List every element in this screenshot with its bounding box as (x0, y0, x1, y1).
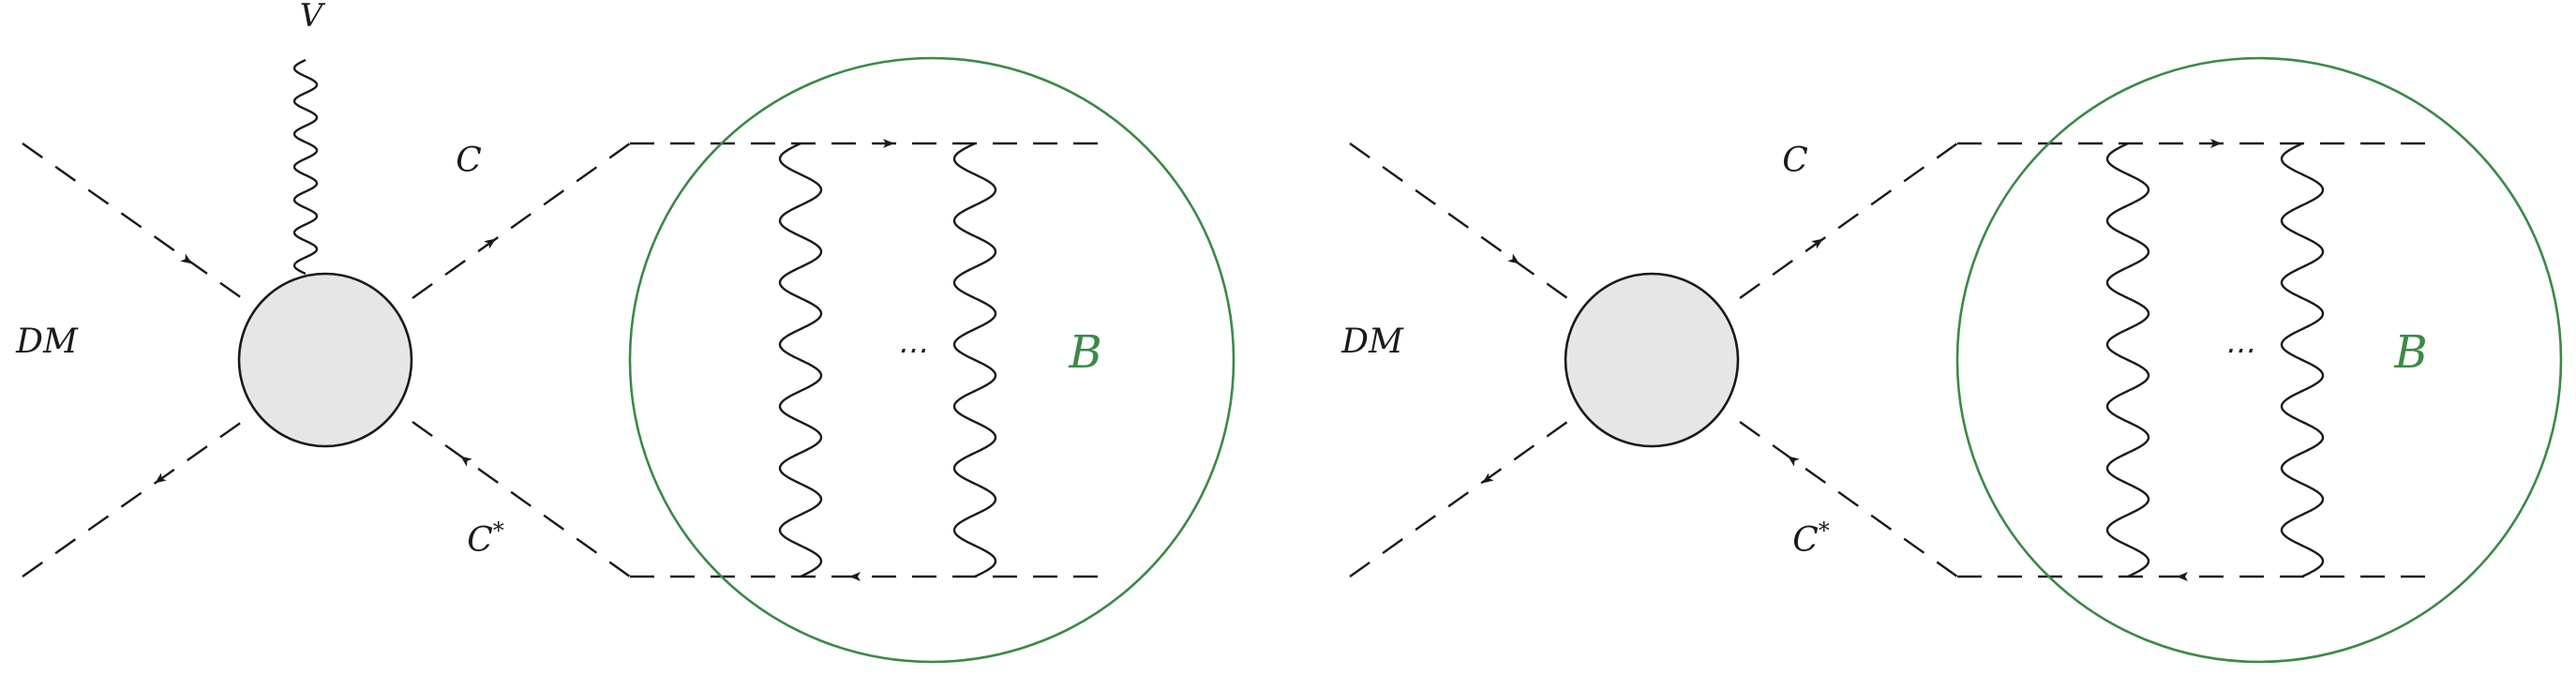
label-vector-boson: V (300, 0, 326, 35)
label-ellipsis: ⋯ (896, 332, 926, 368)
dm-incoming-leg (22, 142, 243, 299)
c-particle-leg (1739, 142, 1958, 299)
ladder-rung-1 (778, 142, 823, 578)
label-c-antiparticle: C* (1792, 518, 1830, 560)
label-dark-matter: DM (1340, 322, 1404, 361)
diagram-without-vector-emission: DM C C* ⋯ B (1340, 56, 2563, 664)
label-bound-state: B (1068, 326, 1101, 379)
dm-outgoing-leg (22, 421, 243, 578)
ladder-rung-2 (2280, 142, 2325, 578)
dm-incoming-leg (1349, 142, 1568, 299)
label-bound-state: B (2393, 326, 2427, 379)
label-dark-matter: DM (15, 322, 79, 361)
interaction-blob (1564, 272, 1740, 448)
c-particle-leg (412, 142, 631, 299)
c-antiparticle-leg (1739, 421, 1958, 578)
label-c-antiparticle: C* (467, 518, 504, 560)
diagram-with-vector-emission: V DM C C* ⋯ B (15, 0, 1236, 664)
c-antiparticle-leg (412, 421, 631, 578)
label-c-particle: C (456, 142, 482, 180)
vector-boson-emission-line (292, 58, 319, 276)
ladder-rung-1 (2105, 142, 2150, 578)
bound-state-circle (628, 56, 1236, 664)
label-c-particle: C (1782, 142, 1808, 180)
dm-outgoing-leg (1349, 421, 1568, 578)
interaction-blob (237, 272, 413, 448)
ladder-rung-2 (952, 142, 997, 578)
bound-state-circle (1955, 56, 2563, 664)
label-ellipsis: ⋯ (2224, 332, 2254, 368)
